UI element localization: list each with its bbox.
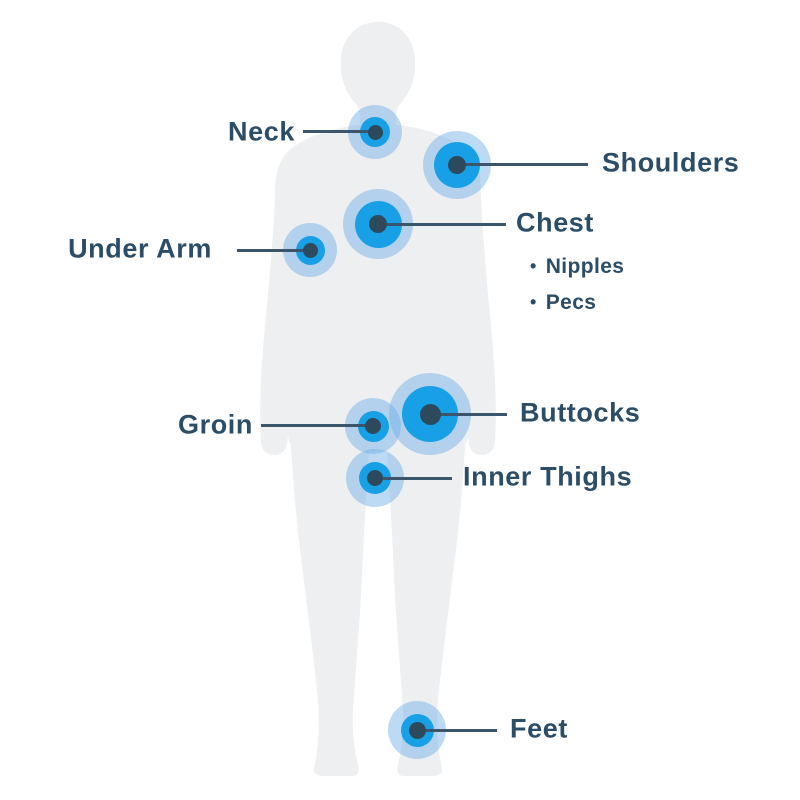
silhouette-torso <box>275 124 481 452</box>
shoulders-connector-line <box>457 163 588 166</box>
silhouette-head <box>340 22 416 128</box>
shoulders-center-dot <box>448 156 466 174</box>
chest-sub-nipples-label: Nipples <box>545 255 625 278</box>
neck-center-dot <box>367 124 383 140</box>
chest-label: Chest <box>516 207 595 238</box>
silhouette-left-leg <box>290 428 370 776</box>
bullet-icon: • <box>530 292 537 312</box>
chest-sub-item-pecs: • Pecs <box>530 291 596 315</box>
under-arm-label: Under Arm <box>68 233 212 264</box>
groin-center-dot <box>365 418 381 434</box>
silhouette-left-arm <box>260 150 304 456</box>
feet-label: Feet <box>510 713 568 744</box>
silhouette-right-leg <box>386 428 466 776</box>
inner-thighs-label: Inner Thighs <box>463 461 633 492</box>
groin-connector-line <box>261 424 373 427</box>
chest-center-dot <box>369 215 387 233</box>
chest-sub-pecs-label: Pecs <box>545 291 597 314</box>
chest-connector-line <box>378 223 506 226</box>
inner-thighs-connector-line <box>375 477 452 480</box>
feet-connector-line <box>417 729 497 732</box>
neck-label: Neck <box>228 116 295 147</box>
feet-center-dot <box>408 721 426 739</box>
buttocks-label: Buttocks <box>520 397 641 428</box>
under-arm-center-dot <box>302 242 318 258</box>
groin-label: Groin <box>178 409 253 440</box>
inner-thighs-center-dot <box>367 470 383 486</box>
bullet-icon: • <box>530 256 537 276</box>
shoulders-label: Shoulders <box>602 147 740 178</box>
neck-connector-line <box>303 130 375 133</box>
chest-sub-item-nipples: • Nipples <box>530 255 624 279</box>
under-arm-connector-line <box>237 249 310 252</box>
silhouette-right-arm <box>452 150 496 456</box>
buttocks-center-dot <box>419 403 441 425</box>
buttocks-connector-line <box>430 413 507 416</box>
